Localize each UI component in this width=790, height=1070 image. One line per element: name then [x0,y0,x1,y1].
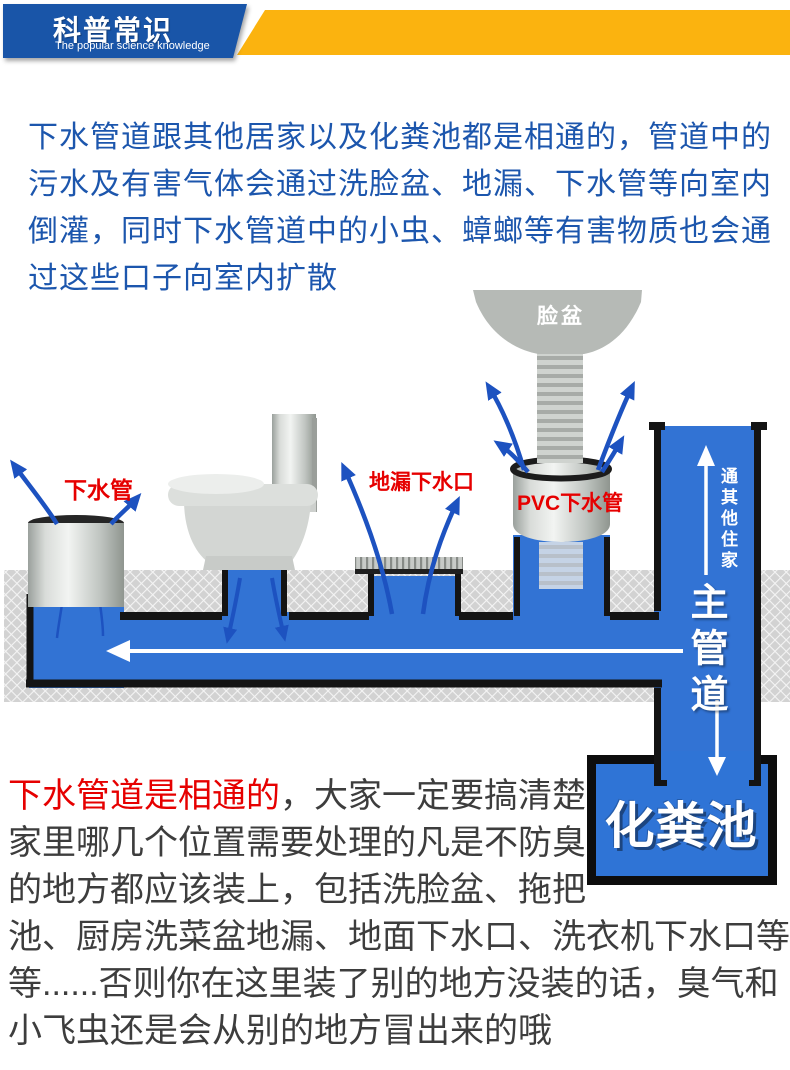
pipe-top-cap [649,422,665,430]
drain-pipe-label: 下水管 [64,477,133,503]
toilet [168,414,318,570]
pvc-pipe-label: PVC下水管 [517,492,624,515]
pipe-top-cap [751,422,767,430]
washbasin [473,290,642,354]
to-other-homes-label: 通其他住家 [718,467,737,572]
drain-pipe-cylinder [28,515,124,607]
outro-line: 池、厨房洗菜盆地漏、地面下水口、洗衣机下水口等 [8,918,790,956]
pipe-outlet-hook [749,780,759,786]
outro-line: 等......否则你在这里装了别的地方没装的话，臭气和 [8,965,779,1003]
to-other-homes-arrow [697,445,715,575]
intro-line: 污水及有害气体会通过洗脸盆、地漏、下水管等向室内 [28,168,772,201]
floor-drain-label: 地漏下水口 [369,471,474,494]
intro-line: 下水管道跟其他居家以及化粪池都是相通的，管道中的 [28,121,772,154]
main-pipe-label: 主管道 [684,582,726,720]
page-subtitle: The popular science knowledge [55,40,210,52]
header-yellow-band [237,10,790,55]
corrugated-hose-buried [539,542,583,589]
outro-line-rest: ，大家一定要搞清楚 [280,777,586,815]
main-flow-arrow [106,640,683,662]
septic-tank [587,751,777,885]
outro-paragraph: 下水管道是相通的，大家一定要搞清楚 家里哪几个位置需要处理的凡是不防臭 的地方都… [8,773,790,1055]
septic-tank-label: 化粪池 [604,798,758,854]
outro-emphasis: 下水管道是相通的 [8,777,280,815]
intro-line: 倒灌，同时下水管道中的小虫、蟑螂等有害物质也会通 [28,215,772,248]
outro-line: 小飞虫还是会从别的地方冒出来的哦 [8,1012,552,1050]
header-blue-ribbon [3,4,247,58]
outro-line: 家里哪几个位置需要处理的凡是不防臭 [8,824,586,862]
page-title: 科普常识 [53,15,174,46]
floor-drain-grate [355,557,463,574]
corrugated-hose [537,350,583,463]
flow-lines [55,577,289,644]
pipe-outlet-hook [657,780,667,786]
to-septic-arrow [708,700,726,776]
outro-line: 下水管道是相通的，大家一定要搞清楚 [8,773,790,820]
gas-arrows [10,381,635,615]
basin-label: 脸盆 [537,305,585,328]
outro-line: 的地方都应该装上，包括洗脸盆、拖把 [8,871,586,909]
intro-paragraph: 下水管道跟其他居家以及化粪池都是相通的，管道中的 污水及有害气体会通过洗脸盆、地… [28,114,772,302]
header-banner [0,0,300,66]
intro-line: 过这些口子向室内扩散 [28,262,338,295]
pipe-borders [26,428,761,786]
